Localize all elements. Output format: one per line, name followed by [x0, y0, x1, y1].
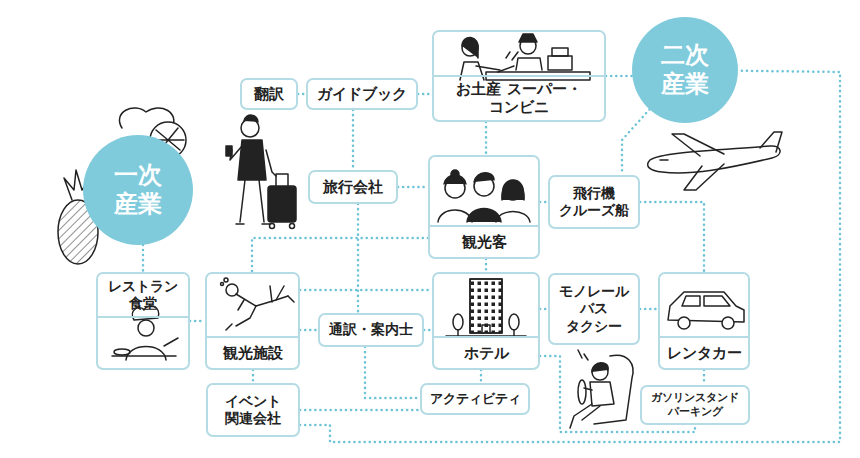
node-label: アクティビティ — [422, 388, 528, 410]
dotted-connector — [300, 71, 840, 442]
node-label: イベント 関連会社 — [208, 390, 298, 431]
process-box: モノレール バス タクシー — [548, 273, 640, 345]
rentacar-box: レンタカー — [658, 272, 750, 370]
node-label: 翻訳 — [242, 82, 296, 107]
dotted-connector — [418, 93, 432, 96]
dotted-connector — [300, 289, 432, 292]
dotted-connector — [352, 110, 355, 170]
node-label: 通訳・案内士 — [320, 318, 422, 342]
node-label: 飛行機 クルーズ船 — [550, 182, 638, 223]
process-box: 飛行機 クルーズ船 — [548, 175, 640, 229]
car-drawing — [668, 292, 744, 329]
node-label: ガソリンスタンド パーキング — [642, 388, 748, 422]
node-label: 二次 産業 — [653, 41, 717, 99]
node-label: 観光客 — [430, 225, 538, 257]
process-box: 翻訳 — [240, 78, 298, 110]
industry-circle: 一次 産業 — [83, 135, 193, 245]
node-label: ホテル — [434, 336, 538, 368]
chef-drawing — [112, 306, 178, 360]
dotted-connector — [540, 201, 548, 204]
dotted-connector — [485, 259, 488, 272]
process-box: イベント 関連会社 — [206, 383, 300, 437]
diver-drawing — [221, 278, 295, 330]
airplane-drawing — [648, 132, 782, 190]
process-box: ガソリンスタンド パーキング — [640, 385, 750, 425]
tourists-drawing — [438, 170, 530, 222]
dotted-connector — [142, 245, 145, 272]
dotted-connector — [424, 329, 432, 332]
process-box: 旅行会社 — [308, 170, 398, 204]
shop-box: お土産 スーパー・コンビニ — [432, 30, 606, 122]
node-label: 旅行会社 — [310, 175, 396, 200]
traveler-drawing — [226, 115, 296, 228]
dotted-connector — [298, 93, 306, 96]
driver-drawing — [570, 350, 633, 428]
node-label: ガイドブック — [308, 82, 416, 107]
dotted-connector — [365, 347, 420, 398]
dotted-connector — [300, 409, 420, 412]
dotted-connector — [300, 329, 318, 332]
dotted-connector — [540, 308, 548, 311]
process-box: 通訳・案内士 — [318, 313, 424, 347]
node-label: レストラン 食堂 — [98, 274, 188, 318]
restaurant-box: レストラン 食堂 — [96, 272, 190, 370]
tourist-box: 観光客 — [428, 155, 540, 259]
node-label: モノレール バス タクシー — [550, 280, 638, 339]
dotted-connector — [190, 320, 205, 323]
dotted-connector — [252, 370, 255, 383]
dotted-connector — [252, 238, 428, 272]
node-label: レンタカー — [660, 336, 748, 368]
process-box: アクティビティ — [420, 383, 530, 415]
node-label: お土産 スーパー・コンビニ — [434, 75, 604, 121]
dotted-connector — [485, 122, 488, 155]
hotel-box: ホテル — [432, 272, 540, 370]
node-label: 一次 産業 — [106, 161, 170, 219]
facility-box: 観光施設 — [205, 272, 300, 370]
dotted-connector — [622, 109, 650, 175]
process-box: ガイドブック — [306, 78, 418, 110]
dotted-connector — [640, 308, 658, 311]
dotted-connector — [703, 370, 706, 385]
dotted-connector — [606, 75, 632, 78]
shop-drawing — [460, 34, 590, 80]
hotel-drawing — [446, 279, 526, 336]
industry-circle: 二次 産業 — [632, 17, 738, 123]
dotted-connector — [480, 370, 483, 383]
dotted-connector — [640, 202, 704, 272]
node-label: 観光施設 — [207, 336, 298, 368]
dotted-connector — [357, 204, 360, 313]
dotted-connector — [398, 186, 428, 189]
